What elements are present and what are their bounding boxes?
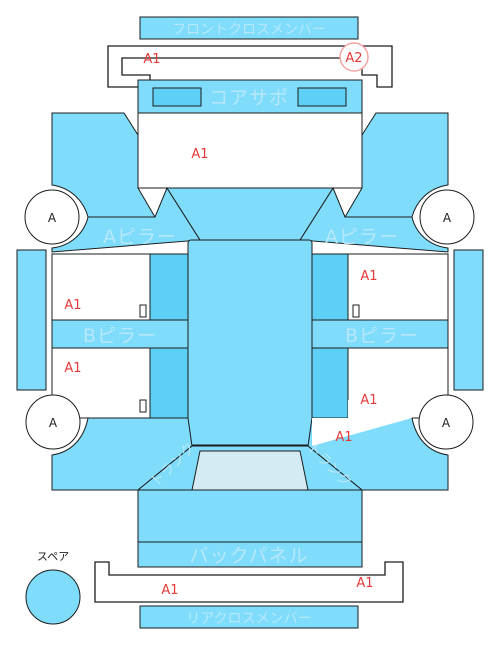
back-panel-label: バックパネル	[189, 545, 308, 567]
b-pillar-right[interactable]: Bピラー	[311, 319, 449, 349]
a-pillar-right-label: Aピラー	[325, 226, 399, 248]
front-member-bracket	[107, 45, 393, 88]
rear-body[interactable]	[137, 489, 363, 543]
svg-text:A: A	[49, 416, 58, 430]
front-cross-member-label: フロントクロスメンバー	[172, 22, 326, 38]
damage-mark-right-front-door: A1	[360, 269, 377, 284]
core-support-label: コアサポ	[209, 87, 289, 109]
left-rear-quarter[interactable]	[51, 417, 193, 491]
right-front-fender[interactable]	[344, 112, 449, 218]
left-front-door-handle	[139, 304, 147, 318]
svg-text:A: A	[442, 416, 451, 430]
right-front-door[interactable]	[347, 253, 449, 321]
damage-mark-left-rear-door: A1	[64, 361, 81, 376]
rear-right-tire[interactable]: A	[418, 394, 474, 450]
front-left-tire[interactable]: A	[24, 189, 80, 245]
rear-window[interactable]	[191, 450, 309, 491]
left-front-fender[interactable]	[51, 112, 156, 218]
right-front-door-handle	[352, 304, 360, 318]
damage-mark-left-front-door: A1	[64, 298, 81, 313]
back-panel[interactable]: バックパネル	[137, 541, 363, 568]
rear-member-bracket	[94, 561, 404, 603]
spare-tire[interactable]	[25, 569, 81, 625]
spare-label: スペア	[37, 550, 69, 563]
hood-panel[interactable]	[137, 112, 363, 189]
damage-mark-circle	[339, 42, 369, 72]
damage-mark-front-member-right: A2	[345, 51, 362, 66]
damage-mark-right-rear-quarter: A1	[335, 430, 352, 445]
damage-mark-rear-member-right: A1	[356, 576, 373, 591]
left-side-step[interactable]	[16, 249, 47, 391]
rear-left-tire[interactable]: A	[25, 394, 81, 450]
damage-mark-rear-member-left: A1	[161, 583, 178, 598]
a-pillar-left-label: Aピラー	[103, 226, 177, 248]
front-cross-member[interactable]: フロントクロスメンバー	[139, 16, 359, 40]
b-pillar-left[interactable]: Bピラー	[51, 319, 189, 349]
damage-mark-right-rear-door: A1	[360, 393, 377, 408]
front-right-tire[interactable]: A	[419, 189, 475, 245]
rear-cross-member-label: リアクロスメンバー	[186, 611, 311, 627]
core-support[interactable]: コアサポ	[137, 79, 363, 114]
damage-mark-front-member-left: A1	[143, 52, 160, 67]
roof[interactable]	[187, 239, 313, 446]
b-pillar-right-label: Bピラー	[345, 325, 419, 347]
svg-text:A: A	[443, 211, 452, 225]
rear-cross-member[interactable]: リアクロスメンバー	[139, 605, 359, 629]
left-rear-door-handle	[139, 399, 147, 413]
svg-text:A: A	[48, 211, 57, 225]
right-rear-quarter-gap	[312, 400, 412, 446]
b-pillar-left-label: Bピラー	[83, 325, 157, 347]
damage-mark-hood: A1	[191, 147, 208, 162]
right-side-step[interactable]	[453, 249, 484, 391]
